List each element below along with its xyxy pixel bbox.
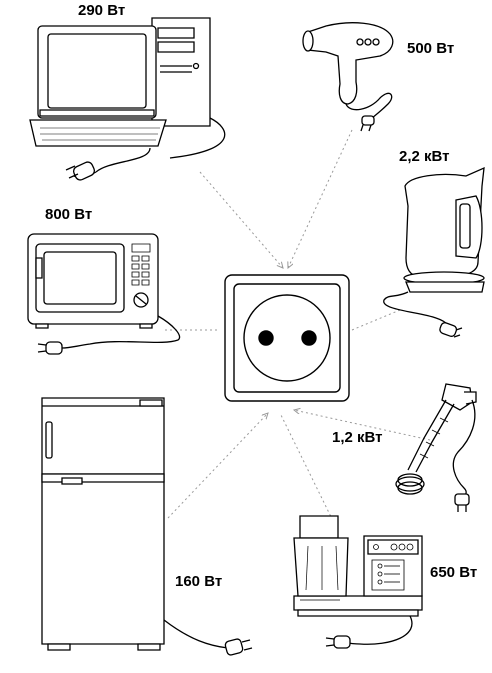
- kettle-illustration: [384, 168, 484, 337]
- connector-fridge: [168, 413, 268, 518]
- immersion-heater-illustration: [396, 384, 476, 512]
- tea-maker-illustration: [294, 516, 422, 648]
- refrigerator-illustration: [42, 398, 252, 656]
- hair-dryer-illustration: [303, 23, 393, 131]
- connector-computer: [200, 172, 283, 268]
- connector-heater: [294, 410, 430, 440]
- connector-hair-dryer: [288, 130, 352, 268]
- hair-dryer-power-label: 500 Вт: [407, 40, 455, 57]
- connector-tea-maker: [280, 413, 335, 525]
- computer-illustration: [30, 18, 225, 182]
- kettle-power-label: 2,2 кВт: [399, 148, 450, 165]
- wall-socket: [225, 275, 349, 401]
- immersion-heater-power-label: 1,2 кВт: [332, 429, 383, 446]
- computer-power-label: 290 Вт: [78, 2, 126, 19]
- tea-maker-power-label: 650 Вт: [430, 564, 478, 581]
- microwave-illustration: [28, 234, 180, 354]
- microwave-power-label: 800 Вт: [45, 206, 93, 223]
- connector-kettle: [352, 310, 400, 330]
- refrigerator-power-label: 160 Вт: [175, 573, 223, 590]
- connector-lines: [165, 130, 430, 525]
